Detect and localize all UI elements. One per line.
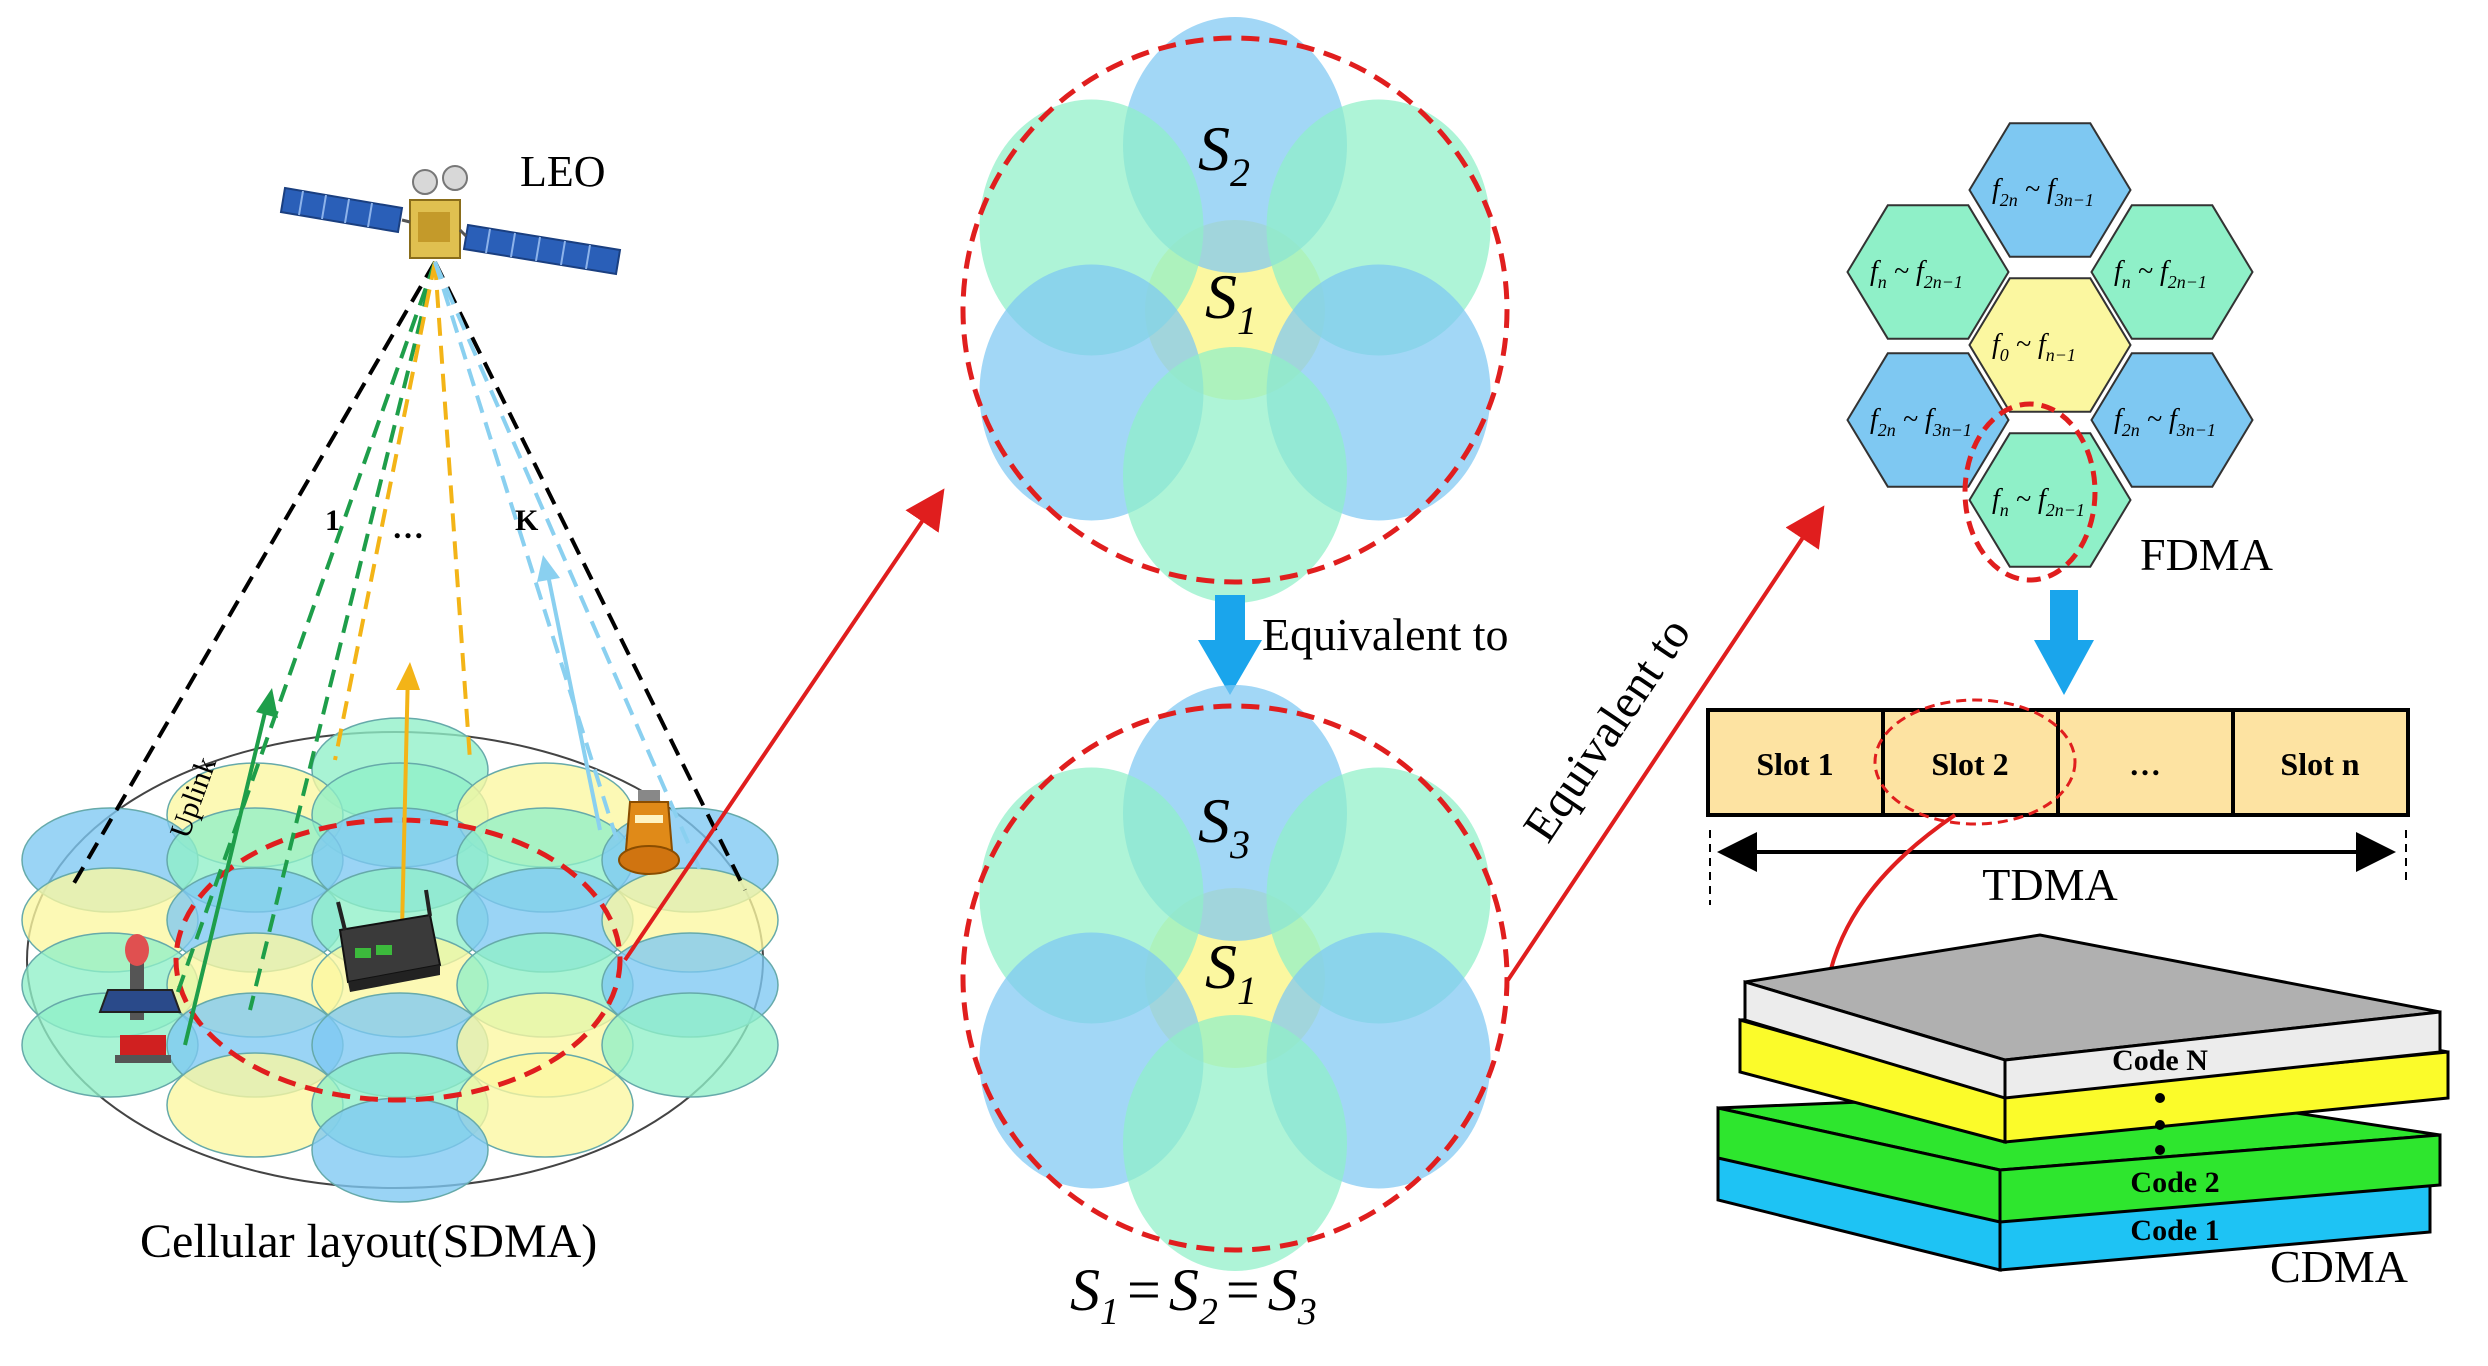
fdma-cell-upper-left [1846, 204, 2010, 340]
slot-2: Slot 2 [1931, 746, 2008, 782]
label-s3-bottom: S3 [1198, 785, 1250, 867]
tdma-label: TDMA [1982, 859, 2117, 910]
satellite-beams [68, 260, 747, 1011]
equivalence-panel: S2 S1 Equivalent to S3 S1 S1=S2=S3 [960, 17, 1510, 1333]
equivalent-down-arrow-shaft [1215, 595, 1245, 645]
uplink-arrowhead-blue [537, 555, 560, 582]
equation-s1-s2-s3: S1=S2=S3 [1070, 1257, 1317, 1333]
fdma-cell-lower-right [2090, 352, 2254, 488]
sdma-cell [456, 1052, 634, 1158]
fdma-cell-label: f0 ~ fn−1 [1992, 329, 2076, 365]
beam-line [433, 261, 622, 851]
fdma-cell-center [1968, 277, 2132, 413]
beam-label-k: K [515, 504, 539, 537]
beam-line [173, 261, 437, 1001]
label-s2-top: S2 [1198, 113, 1250, 195]
fdma-cell-label: f2n ~ f3n−1 [1870, 404, 1972, 440]
fdma-cell-label: f2n ~ f3n−1 [2114, 404, 2216, 440]
beam-line [68, 260, 437, 892]
label-s1-top: S1 [1205, 261, 1257, 343]
uplink-arrow-blue [546, 574, 602, 831]
code-2-label: Code 2 [2130, 1166, 2219, 1199]
link-arrow-sdma-to-equivalence [623, 488, 945, 962]
beam-cluster-bottom [979, 685, 1491, 1271]
fdma-cell-upper-right [2090, 204, 2254, 340]
code-1-label: Code 1 [2130, 1214, 2219, 1247]
code-n-label: Code N [2112, 1044, 2208, 1077]
fdma-hex-grid: f2n ~ f3n−1 fn ~ f2n−1 fn ~ f2n−1 f0 ~ fn−1… [1846, 122, 2254, 568]
beam-line [248, 261, 437, 1011]
beam-line [333, 261, 437, 761]
leo-satellite-icon [279, 165, 622, 276]
fdma-cell-label: f2n ~ f3n−1 [1992, 174, 2094, 210]
sdma-caption: Cellular layout(SDMA) [140, 1215, 597, 1268]
fdma-label: FDMA [2140, 529, 2273, 580]
cdma-stack: Code N Code 2 Code 1 [1716, 933, 2450, 1272]
tdma-selected-slot-ring [1873, 698, 2077, 826]
slot-dots: … [2129, 746, 2161, 782]
link-arrow-equivalence-to-fdma [1506, 505, 1825, 982]
label-s1-bottom: S1 [1205, 931, 1257, 1013]
fdma-down-arrow-head [2034, 640, 2094, 695]
fdma-cell-top [1968, 122, 2132, 258]
slot-n: Slot n [2280, 746, 2359, 782]
uplink-arrowhead-yellow [396, 662, 420, 690]
sdma-cell [311, 1097, 489, 1203]
beam-line [433, 261, 472, 761]
fdma-cell-bottom [1968, 432, 2132, 568]
cluster-top-boundary [960, 35, 1510, 585]
fdma-cell-label: fn ~ f2n−1 [2114, 256, 2207, 292]
beam-petal [1123, 1015, 1347, 1271]
leo-label: LEO [520, 147, 606, 196]
beam-line [433, 261, 747, 891]
slot-1: Slot 1 [1756, 746, 1833, 782]
fdma-selected-cell-ring [1962, 401, 2098, 583]
equivalent-down-arrow-head [1198, 640, 1262, 695]
equivalent-label-vertical: Equivalent to [1262, 609, 1509, 660]
sdma-focus-circle [173, 817, 623, 1103]
fdma-cell-label: fn ~ f2n−1 [1992, 484, 2085, 520]
uplink-arrow-green [183, 699, 270, 1046]
fdma-cell-label: fn ~ f2n−1 [1870, 256, 1963, 292]
weather-station-icon [98, 934, 182, 1063]
fdma-cell-lower-left [1846, 352, 2010, 488]
beam-label-1: 1 [325, 504, 340, 537]
iot-gateway-icon [336, 889, 442, 992]
beam-cluster-top [979, 17, 1491, 603]
beam-label-dots: … [392, 509, 424, 545]
sdma-cell [601, 992, 779, 1098]
cdma-label: CDMA [2270, 1241, 2408, 1292]
fdma-down-arrow-shaft [2050, 590, 2078, 642]
uplink-arrowhead-green [256, 688, 278, 718]
tdma-frame: Slot 1 Slot 2 … Slot n TDMA [1706, 698, 2410, 910]
buoy-icon [618, 790, 680, 875]
sdma-panel: Uplink 1 … K LEO [21, 147, 779, 1268]
beam-petal [1123, 347, 1347, 603]
uplink-arrow-yellow [400, 669, 410, 931]
